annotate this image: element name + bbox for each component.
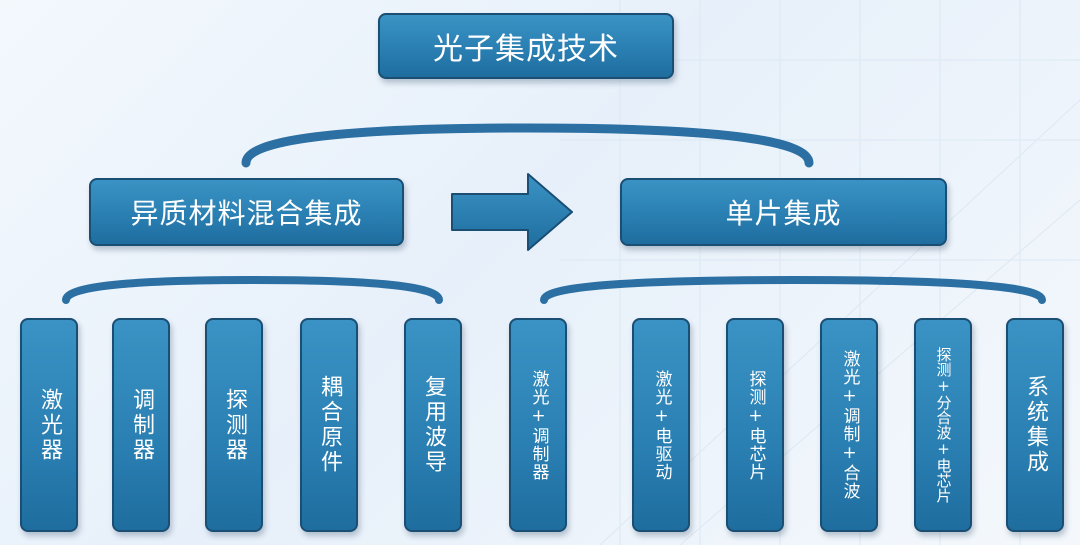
right-item-system-integration: 系统集成 <box>1006 318 1064 532</box>
left-item-label: 复用波导 <box>421 375 446 475</box>
left-item-label: 激光器 <box>37 387 62 463</box>
right-item-laser-modulator: 激光+调制器 <box>509 318 567 532</box>
right-item-detector-chip: 探测+电芯片 <box>726 318 784 532</box>
right-item-label: 探测+分合波+电芯片 <box>934 347 953 503</box>
left-item-label: 调制器 <box>129 387 154 463</box>
monolithic-integration-label: 单片集成 <box>725 197 842 230</box>
right-item-label: 激光+电驱动 <box>651 369 672 481</box>
right-item-label: 探测+电芯片 <box>745 369 766 481</box>
right-item-label: 激光+调制+合波 <box>839 350 860 500</box>
left-item-label: 耦合原件 <box>317 375 342 475</box>
right-bracket-arc <box>540 275 1046 304</box>
monolithic-integration-box: 单片集成 <box>620 178 947 246</box>
right-arrow-icon <box>451 173 573 251</box>
top-bracket-arc <box>241 123 814 168</box>
hetero-integration-box: 异质材料混合集成 <box>89 178 404 246</box>
left-bracket-arc <box>62 275 443 304</box>
title-box: 光子集成技术 <box>378 13 674 79</box>
right-item-detector-demux-chip: 探测+分合波+电芯片 <box>914 318 972 532</box>
left-item-modulator: 调制器 <box>112 318 170 532</box>
left-item-coupler: 耦合原件 <box>300 318 358 532</box>
hetero-integration-label: 异质材料混合集成 <box>130 197 363 230</box>
right-item-laser-driver: 激光+电驱动 <box>632 318 690 532</box>
left-item-mux-waveguide: 复用波导 <box>404 318 462 532</box>
title-text: 光子集成技术 <box>433 32 619 67</box>
right-item-label: 激光+调制器 <box>528 369 549 481</box>
left-item-detector: 探测器 <box>205 318 263 532</box>
left-item-label: 探测器 <box>222 387 247 463</box>
left-item-laser: 激光器 <box>20 318 78 532</box>
right-item-laser-mod-mux: 激光+调制+合波 <box>820 318 878 532</box>
right-item-label: 系统集成 <box>1023 375 1048 475</box>
